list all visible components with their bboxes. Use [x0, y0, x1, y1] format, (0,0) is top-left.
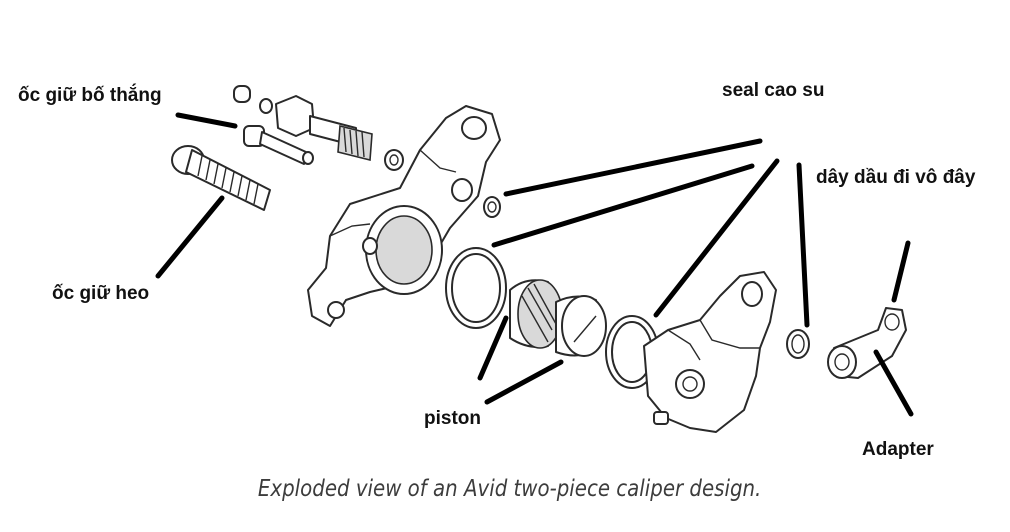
label-oil-line: dây dầu đi vô đây — [816, 167, 976, 188]
leader-seal-2 — [491, 163, 755, 248]
leader-piston-2 — [484, 359, 564, 405]
leader-seal-3 — [653, 158, 780, 318]
label-piston: piston — [424, 408, 481, 429]
small-cap — [233, 85, 251, 103]
pad-pin — [243, 125, 314, 165]
seal-ring-left — [445, 247, 507, 329]
leader-caliper-bolt — [155, 195, 225, 279]
label-brake-pad-bolt: ốc giữ bố thắng — [18, 85, 162, 106]
banjo-bolt — [275, 95, 373, 162]
caliper-bolt-shape — [171, 145, 271, 211]
leader-brake-pad-bolt — [175, 112, 238, 129]
caliper-body-left — [307, 105, 501, 327]
caliper-body-right — [643, 271, 777, 433]
oil-line-o-ring — [786, 329, 810, 359]
small-o-ring — [483, 196, 501, 218]
adapter-shape — [827, 307, 907, 379]
leader-seal-1 — [503, 138, 763, 197]
piston-2 — [555, 295, 607, 357]
small-washer-1 — [259, 98, 273, 114]
leader-piston-1 — [477, 315, 509, 381]
leader-adapter-bottom — [873, 349, 914, 417]
washer-right-of-bolt — [384, 149, 404, 171]
leader-oil-line — [796, 162, 810, 328]
label-caliper-bolt: ốc giữ heo — [52, 283, 150, 304]
label-adapter: Adapter — [862, 439, 934, 460]
label-rubber-seal: seal cao su — [722, 80, 825, 101]
figure-caption: Exploded view of an Avid two-piece calip… — [257, 476, 762, 502]
leader-adapter-top — [891, 240, 911, 303]
piston-1 — [509, 279, 563, 349]
